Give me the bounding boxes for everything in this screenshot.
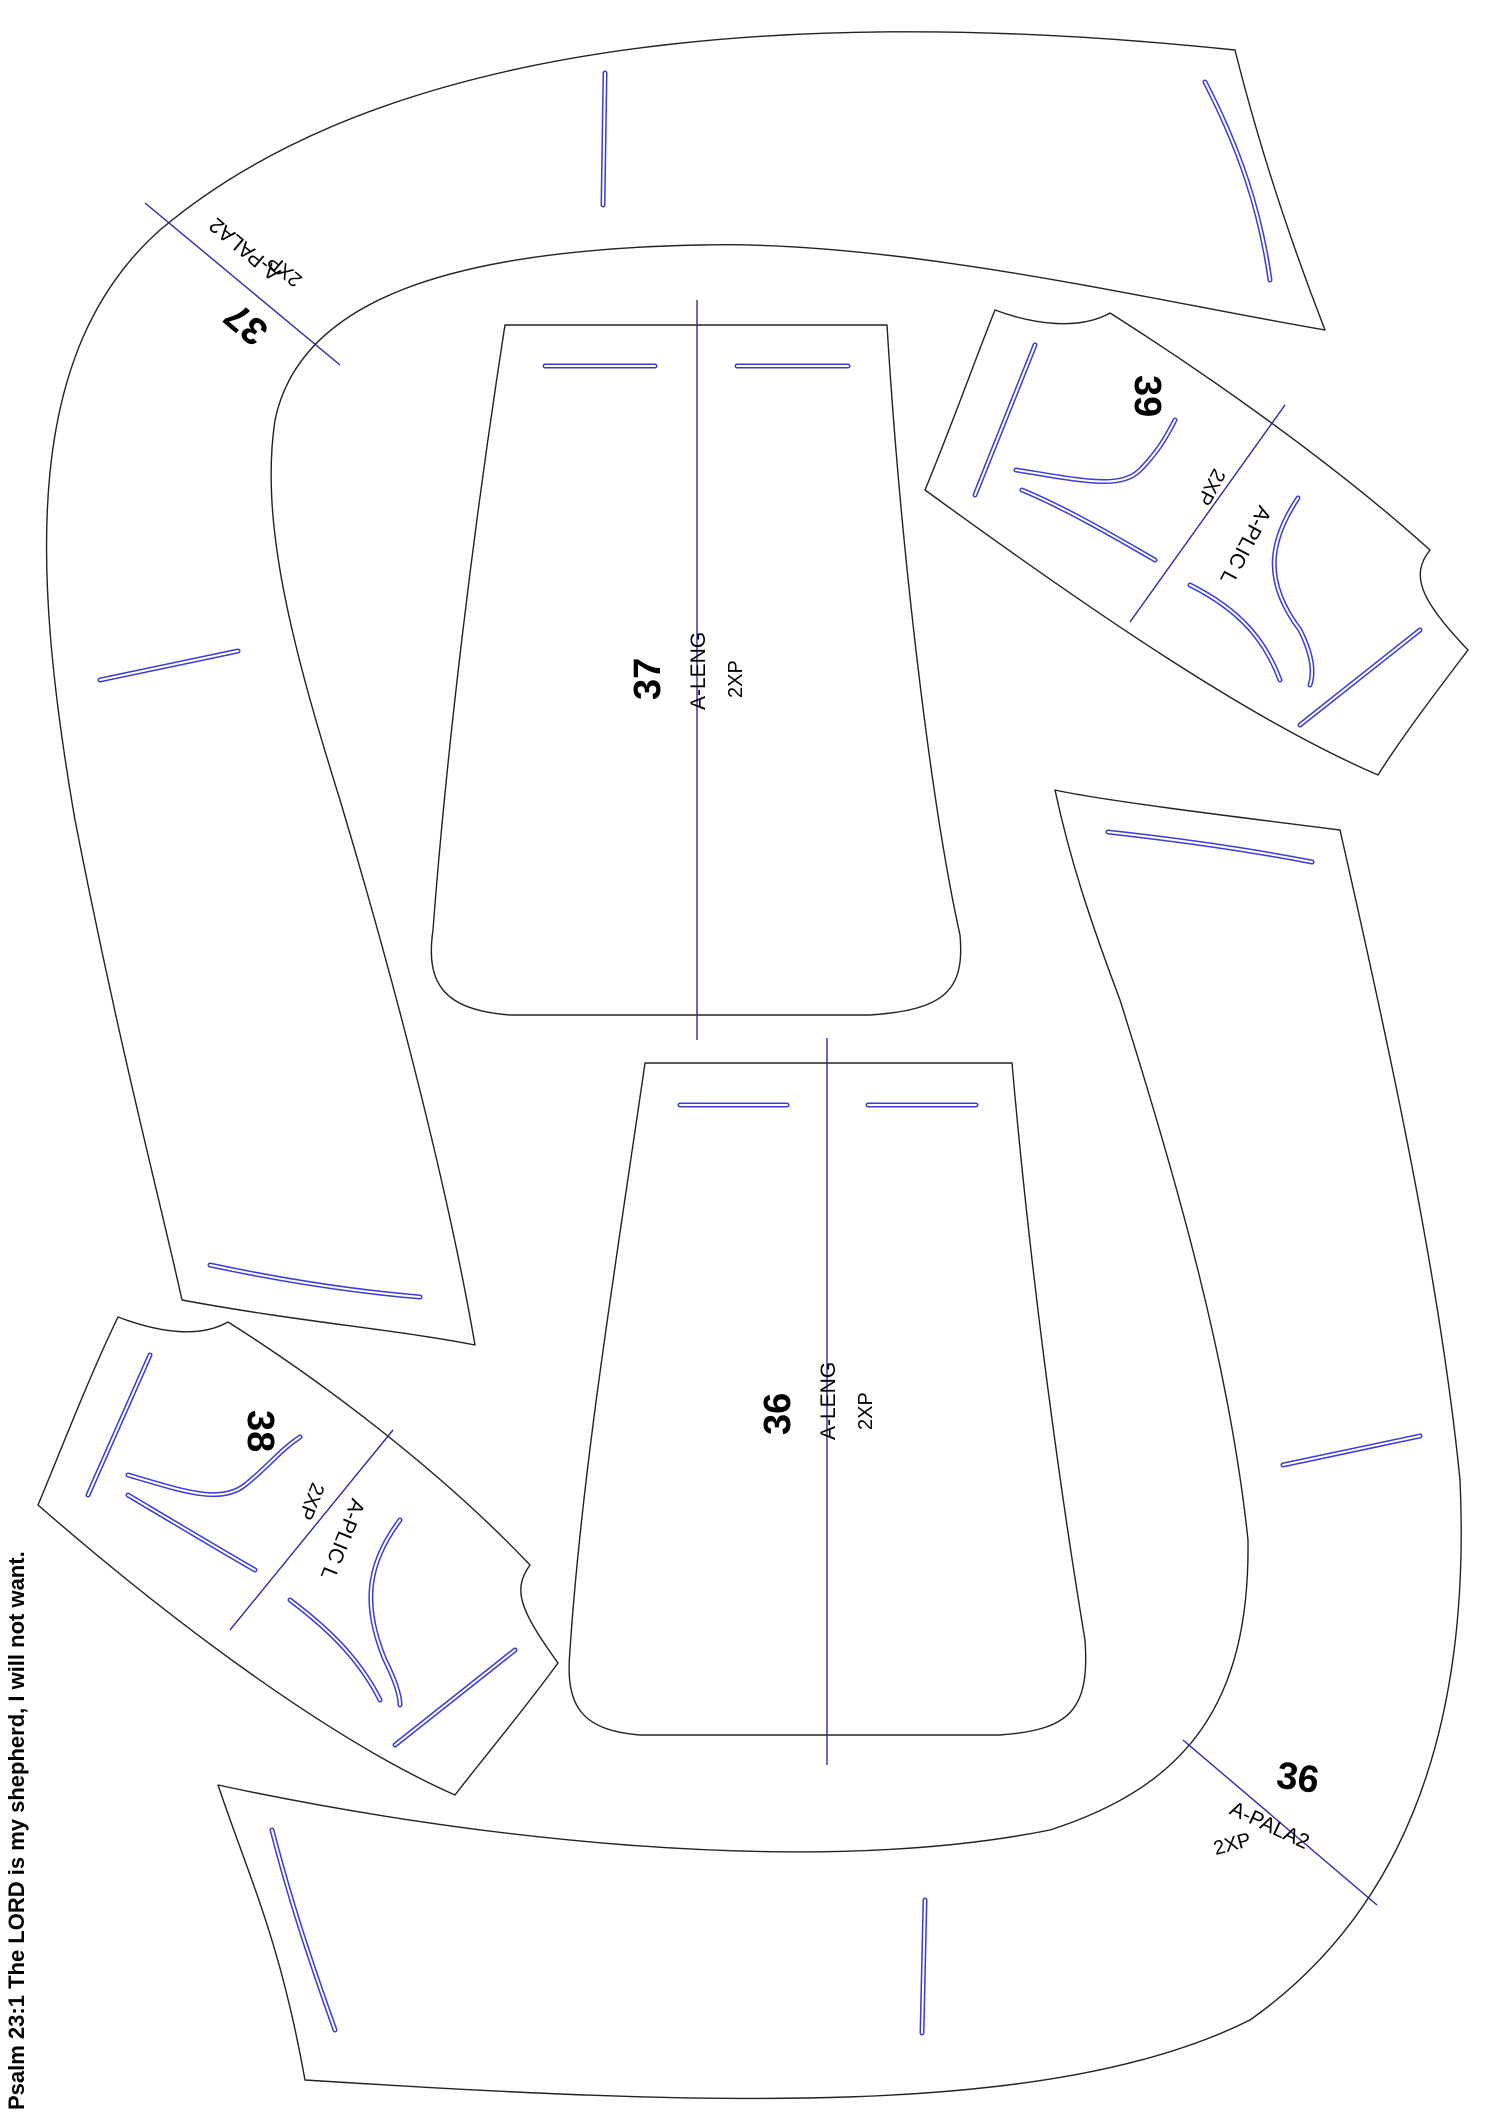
piece-number: 37 xyxy=(217,294,276,353)
piece-quantity: 2XP xyxy=(1192,465,1229,509)
piece-code: A-PLIC L xyxy=(1215,502,1275,588)
grainline xyxy=(229,1429,394,1631)
slot-marks xyxy=(97,70,1273,1300)
piece-number: 39 xyxy=(1126,375,1168,417)
footer-verse: Psalm 23:1 The LORD is my shepherd, I wi… xyxy=(4,1551,29,2110)
pattern-piece-39-plic: 39 A-PLIC L 2XP xyxy=(924,309,1469,776)
pattern-piece-36-pala2: 36 A-PALA2 2XP xyxy=(217,789,1462,2100)
slot-marks xyxy=(972,342,1423,728)
slot-marks xyxy=(269,829,1423,2036)
pattern-piece-36-leng: 36 A-LENG 2XP xyxy=(568,1038,1087,1765)
grainline xyxy=(1182,1739,1378,1906)
piece-code: A-PLIC L xyxy=(316,1495,369,1583)
pattern-piece-37-pala2: 37 A-PALA2 2XP xyxy=(45,31,1326,1346)
grainline xyxy=(1129,404,1286,623)
grainline xyxy=(144,202,341,366)
piece-code: A-LENG xyxy=(687,632,710,710)
piece-code: A-LENG xyxy=(817,1362,840,1440)
piece-quantity: 2XP xyxy=(855,1392,877,1430)
piece-quantity: 2XP xyxy=(1211,1829,1253,1860)
pattern-piece-38-plic: 38 A-PLIC L 2XP xyxy=(37,1316,559,1796)
piece-number: 36 xyxy=(1274,1755,1322,1802)
piece-number: 36 xyxy=(757,1393,799,1435)
piece-number: 38 xyxy=(239,1410,281,1452)
piece-number: 37 xyxy=(627,658,669,700)
pattern-piece-37-leng: 37 A-LENG 2XP xyxy=(430,300,962,1040)
slot-marks xyxy=(85,1352,518,1748)
piece-quantity: 2XP xyxy=(725,660,747,698)
